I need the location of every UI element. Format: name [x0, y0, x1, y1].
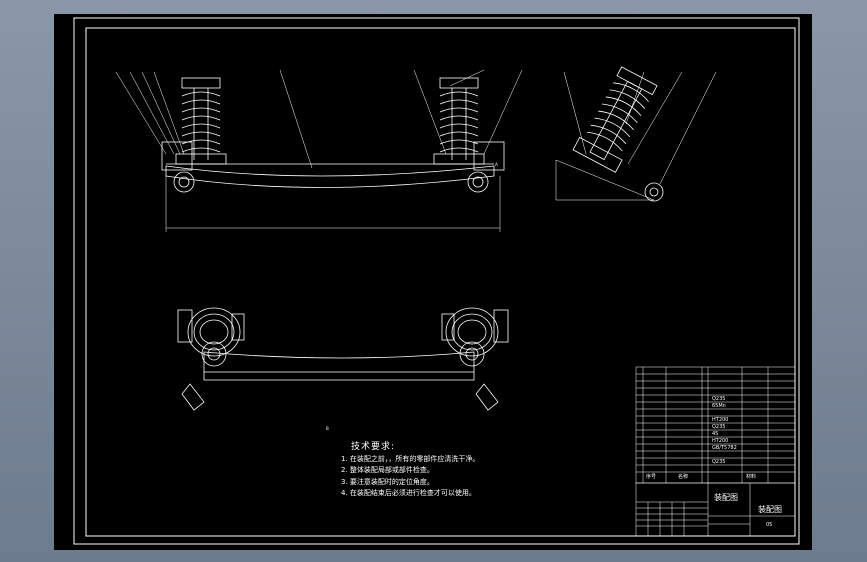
left-coil-spring	[175, 77, 227, 165]
plan-right-spring	[441, 307, 509, 411]
bom-material-1: Q235	[712, 396, 726, 402]
plan-left-spring	[177, 307, 245, 411]
side-bushing	[644, 182, 664, 202]
bom-material-8: Q235	[712, 459, 726, 465]
assembly-drawing	[73, 17, 800, 545]
bom-material-7: GB/T5782	[712, 445, 737, 451]
right-coil-spring	[433, 77, 485, 165]
front-view-label: A	[495, 162, 498, 167]
outer-frame	[73, 17, 800, 545]
note-item-2: 2. 整体装配局部或部件检查。	[341, 466, 434, 474]
bom-material-4: Q235	[712, 424, 726, 430]
note-item-1: 1. 在装配之前，，所有的零部件应清洗干净。	[341, 454, 480, 463]
note-item-4: 4. 在装配结束后必须进行检查才可以使用。	[341, 489, 476, 497]
inner-frame	[85, 27, 796, 537]
bom-material-5: 45	[712, 431, 719, 437]
notes-title: 技术要求:	[351, 442, 396, 452]
sheet-code: 05	[766, 522, 773, 528]
plan-view-label: B	[326, 426, 329, 431]
note-item-3: 3. 要注意装配时的定位角度。	[341, 477, 434, 486]
title-assembly-drawing: 装配图	[714, 493, 738, 502]
title-block	[635, 482, 796, 537]
right-bushing	[467, 171, 489, 193]
front-view	[115, 69, 523, 232]
bom-header-material: 材料	[746, 474, 757, 480]
bom-material-3: HT200	[712, 417, 729, 423]
bom-header-name: 名称	[678, 474, 689, 480]
bom-material-2: 65Mn	[712, 403, 726, 409]
technical-requirements: 技术要求: 1. 在装配之前，，所有的零部件应清洗干净。 2. 整体装配局部或部…	[341, 442, 479, 500]
bom-header-no: 序号	[646, 474, 657, 480]
title-assembly-drawing-2: 装配图	[758, 505, 782, 514]
cad-viewport[interactable]: 技术要求: 1. 在装配之前，，所有的零部件应清洗干净。 2. 整体装配局部或部…	[54, 14, 812, 550]
plan-view	[177, 307, 509, 411]
bom-material-6: HT200	[712, 438, 729, 444]
side-view	[555, 66, 717, 202]
left-bushing	[173, 171, 195, 193]
bom-table	[635, 366, 796, 484]
